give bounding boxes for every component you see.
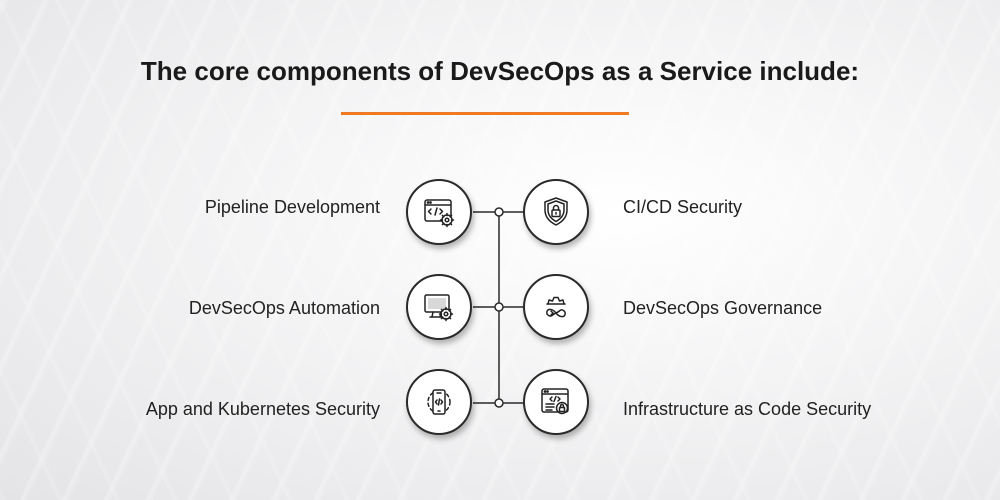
node-infrastructure-as-code-security: [523, 369, 589, 435]
title-underline: [341, 112, 629, 115]
node-pipeline-development: [406, 179, 472, 245]
monitor-gear-icon: [422, 290, 456, 324]
browser-code-gear-icon: [422, 195, 456, 229]
node-devsecops-governance: [523, 274, 589, 340]
label-app-kubernetes-security: App and Kubernetes Security: [145, 399, 380, 419]
junction-dot-2: [494, 302, 504, 312]
browser-code-lock-icon: [539, 385, 573, 419]
node-devsecops-automation: [406, 274, 472, 340]
label-cicd-security: CI/CD Security: [623, 197, 743, 217]
label-infrastructure-as-code-security: Infrastructure as Code Security: [623, 399, 872, 419]
page-title: The core components of DevSecOps as a Se…: [140, 56, 860, 86]
shield-lock-icon: [539, 195, 573, 229]
phone-code-gear-icon: [422, 385, 456, 419]
node-app-kubernetes-security: [406, 369, 472, 435]
label-devsecops-automation: DevSecOps Automation: [188, 298, 380, 318]
label-devsecops-governance: DevSecOps Governance: [623, 298, 823, 318]
node-cicd-security: [523, 179, 589, 245]
junction-dot-1: [494, 207, 504, 217]
junction-dot-3: [494, 398, 504, 408]
infinity-gear-icon: [539, 290, 573, 324]
label-pipeline-development: Pipeline Development: [204, 197, 380, 217]
